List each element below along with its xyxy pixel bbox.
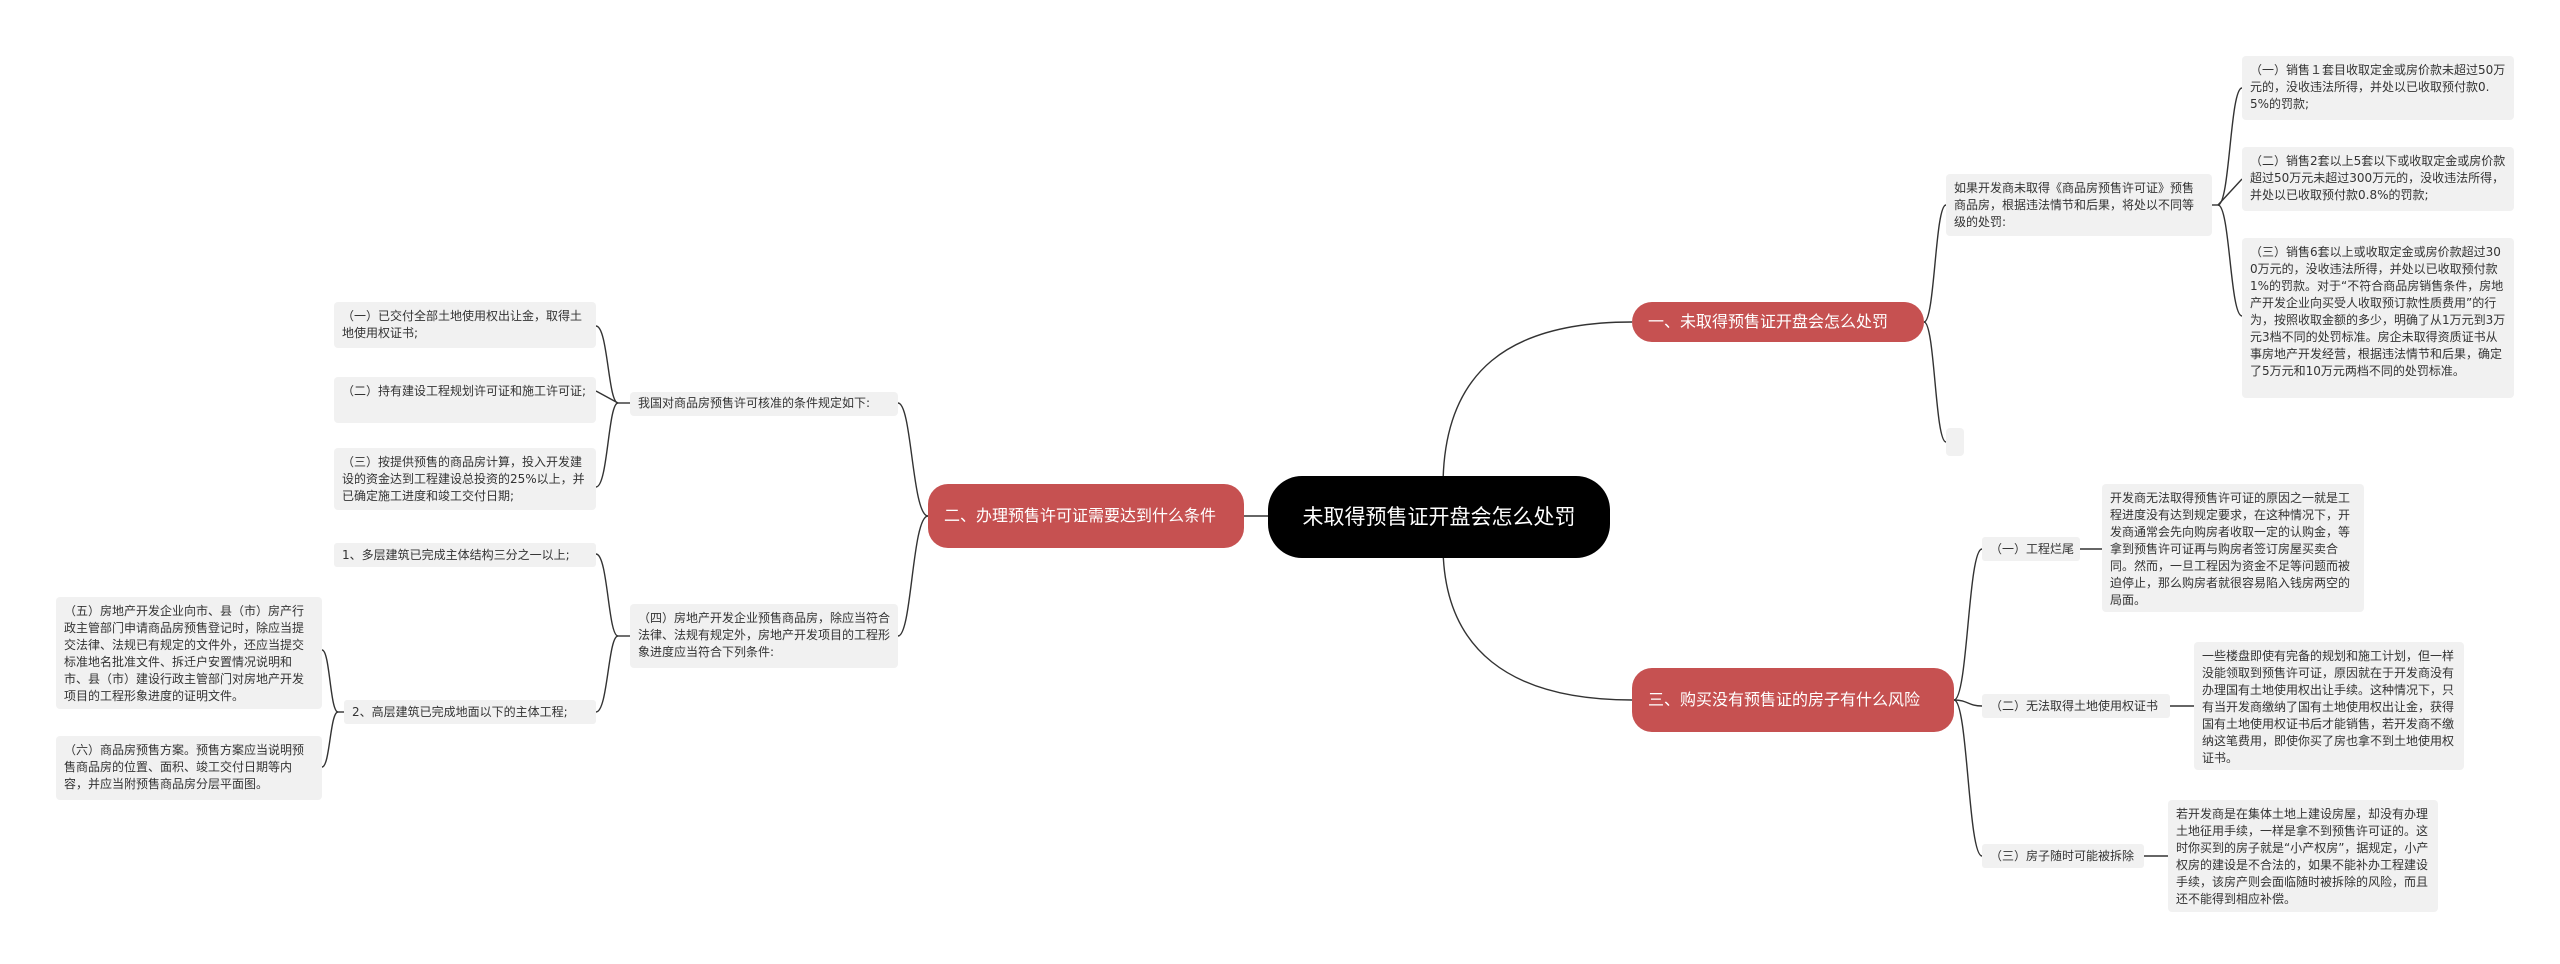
root-topic[interactable]: 未取得预售证开盘会怎么处罚 <box>1268 476 1610 558</box>
branch-penalty-title: 一、未取得预售证开盘会怎么处罚 <box>1648 312 1889 331</box>
condition-five-text: （五）房地产开发企业向市、县（市）房产行政主管部门申请商品房预售登记时，除应当提… <box>64 604 305 703</box>
branch-conditions-title: 二、办理预售许可证需要达到什么条件 <box>944 506 1217 525</box>
condition-item-2: （二）持有建设工程规划许可证和施工许可证; <box>334 377 596 423</box>
penalty-item-3: （三）销售6套以上或收取定金或房价款超过300万元的，没收违法所得，并处以已收取… <box>2242 238 2514 398</box>
branch-penalty[interactable]: 一、未取得预售证开盘会怎么处罚 <box>1632 302 1924 342</box>
root-title: 未取得预售证开盘会怎么处罚 <box>1302 505 1576 529</box>
condition-five: （五）房地产开发企业向市、县（市）房产行政主管部门申请商品房预售登记时，除应当提… <box>56 597 322 709</box>
condition-six-text: （六）商品房预售方案。预售方案应当说明预售商品房的位置、面积、竣工交付日期等内容… <box>64 743 305 791</box>
penalty-item-1-text: （一）销售１套目收取定金或房价款未超过50万元的，没收违法所得，并处以已收取预付… <box>2250 63 2506 111</box>
penalty-item-2-text: （二）销售2套以上5套以下或收取定金或房价款超过50万元未超过300万元的，没收… <box>2250 154 2506 202</box>
risk-label-demolition: （三）房子随时可能被拆除 <box>1982 844 2144 868</box>
progress-high-rise: 2、高层建筑已完成地面以下的主体工程; <box>344 700 596 724</box>
conditions-standard: 我国对商品房预售许可核准的条件规定如下: <box>630 392 898 416</box>
progress-multi-storey-text: 1、多层建筑已完成主体结构三分之一以上; <box>342 548 570 562</box>
condition-item-2-text: （二）持有建设工程规划许可证和施工许可证; <box>342 384 587 398</box>
condition-item-3: （三）按提供预售的商品房计算，投入开发建设的资金达到工程建设总投资的25%以上，… <box>334 448 596 510</box>
penalty-intro: 如果开发商未取得《商品房预售许可证》预售商品房，根据违法情节和后果，将处以不同等… <box>1946 174 2212 236</box>
branch-conditions[interactable]: 二、办理预售许可证需要达到什么条件 <box>928 484 1244 548</box>
risk-label-unfinished-text: （一）工程烂尾 <box>1990 542 2075 556</box>
penalty-item-3-text: （三）销售6套以上或收取定金或房价款超过300万元的，没收违法所得，并处以已收取… <box>2250 245 2506 378</box>
risk-text-demolition: 若开发商是在集体土地上建设房屋，却没有办理土地征用手续，一样是拿不到预售许可证的… <box>2168 800 2438 912</box>
risk-label-land-cert-text: （二）无法取得土地使用权证书 <box>1990 699 2159 713</box>
condition-item-1-text: （一）已交付全部土地使用权出让金，取得土地使用权证书; <box>342 309 583 340</box>
condition-item-1: （一）已交付全部土地使用权出让金，取得土地使用权证书; <box>334 302 596 348</box>
risk-text-unfinished: 开发商无法取得预售许可证的原因之一就是工程进度没有达到规定要求，在这种情况下，开… <box>2102 484 2364 612</box>
condition-four: （四）房地产开发企业预售商品房，除应当符合法律、法规有规定外，房地产开发项目的工… <box>630 604 898 668</box>
risk-text-demolition-body: 若开发商是在集体土地上建设房屋，却没有办理土地征用手续，一样是拿不到预售许可证的… <box>2176 807 2429 906</box>
risk-text-land-cert-body: 一些楼盘即使有完备的规划和施工计划，但一样没能领取到预售许可证，原因就在于开发商… <box>2202 649 2455 765</box>
risk-text-land-cert: 一些楼盘即使有完备的规划和施工计划，但一样没能领取到预售许可证，原因就在于开发商… <box>2194 642 2464 770</box>
branch-risks[interactable]: 三、购买没有预售证的房子有什么风险 <box>1632 668 1954 732</box>
risk-text-unfinished-body: 开发商无法取得预售许可证的原因之一就是工程进度没有达到规定要求，在这种情况下，开… <box>2110 491 2351 607</box>
progress-high-rise-text: 2、高层建筑已完成地面以下的主体工程; <box>352 705 568 719</box>
penalty-intro-text: 如果开发商未取得《商品房预售许可证》预售商品房，根据违法情节和后果，将处以不同等… <box>1954 181 2195 229</box>
risk-label-unfinished: （一）工程烂尾 <box>1982 537 2080 561</box>
risk-label-demolition-text: （三）房子随时可能被拆除 <box>1990 849 2135 863</box>
progress-multi-storey: 1、多层建筑已完成主体结构三分之一以上; <box>334 543 596 567</box>
penalty-item-2: （二）销售2套以上5套以下或收取定金或房价款超过50万元未超过300万元的，没收… <box>2242 147 2514 211</box>
conditions-standard-text: 我国对商品房预售许可核准的条件规定如下: <box>638 396 871 410</box>
condition-four-text: （四）房地产开发企业预售商品房，除应当符合法律、法规有规定外，房地产开发项目的工… <box>638 611 891 659</box>
branch-risks-title: 三、购买没有预售证的房子有什么风险 <box>1648 690 1921 709</box>
condition-six: （六）商品房预售方案。预售方案应当说明预售商品房的位置、面积、竣工交付日期等内容… <box>56 736 322 800</box>
penalty-item-1: （一）销售１套目收取定金或房价款未超过50万元的，没收违法所得，并处以已收取预付… <box>2242 56 2514 120</box>
penalty-empty-node <box>1946 428 1964 456</box>
risk-label-land-cert: （二）无法取得土地使用权证书 <box>1982 694 2170 718</box>
condition-item-3-text: （三）按提供预售的商品房计算，投入开发建设的资金达到工程建设总投资的25%以上，… <box>342 455 585 503</box>
